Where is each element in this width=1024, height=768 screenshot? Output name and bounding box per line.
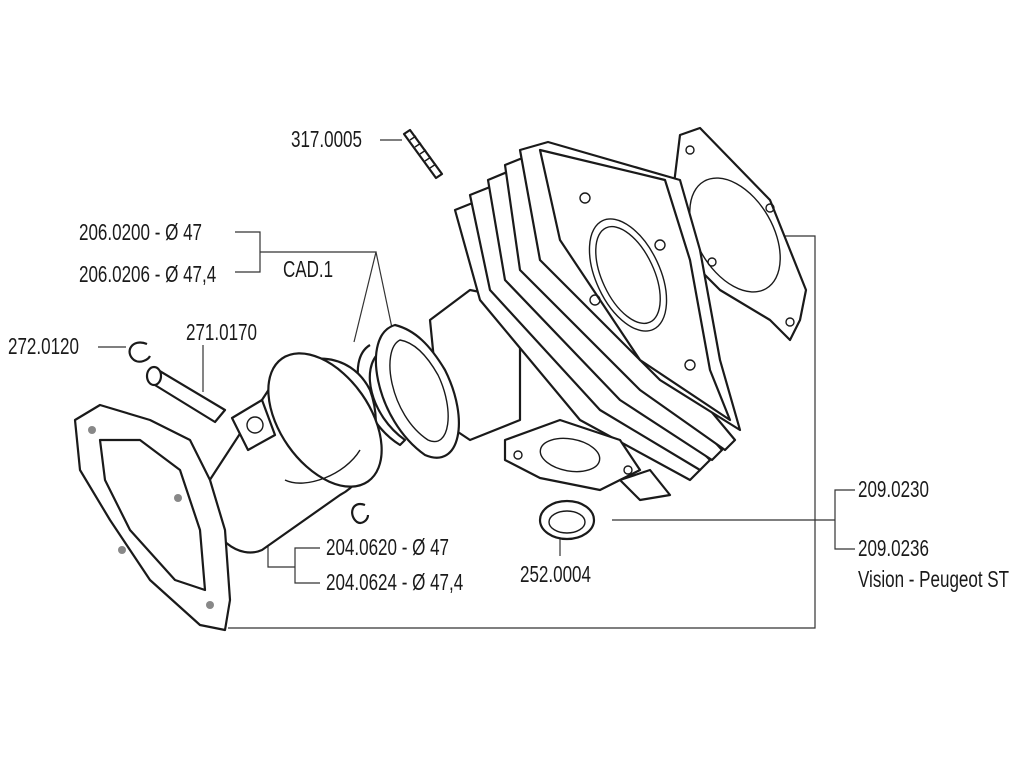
piston-pin-drawing — [145, 365, 227, 424]
label-piston-pin: 271.0170 — [186, 319, 257, 345]
label-kit-note: Vision - Peugeot ST — [858, 566, 1010, 592]
label-circlip: 272.0120 — [8, 333, 79, 359]
piston-drawing — [198, 352, 383, 554]
circlip-drawing — [128, 341, 370, 524]
label-kit-1: 209.0230 — [858, 476, 929, 502]
label-exhaust-gasket: 252.0004 — [520, 561, 591, 587]
leader-lines — [98, 139, 855, 629]
label-piston-47-4: 204.0624 - Ø 47,4 — [326, 569, 464, 595]
stud-drawing — [402, 128, 444, 180]
label-rings-47: 206.0200 - Ø 47 — [79, 219, 203, 245]
label-cad: CAD.1 — [283, 256, 334, 282]
label-rings-47-4: 206.0206 - Ø 47,4 — [79, 261, 217, 287]
label-piston-47: 204.0620 - Ø 47 — [326, 534, 450, 560]
label-stud: 317.0005 — [291, 126, 362, 152]
label-kit-2: 209.0236 — [858, 535, 929, 561]
base-gasket-drawing — [73, 403, 232, 632]
piston-rings-drawing — [356, 323, 460, 459]
exhaust-gasket-drawing — [538, 499, 596, 541]
